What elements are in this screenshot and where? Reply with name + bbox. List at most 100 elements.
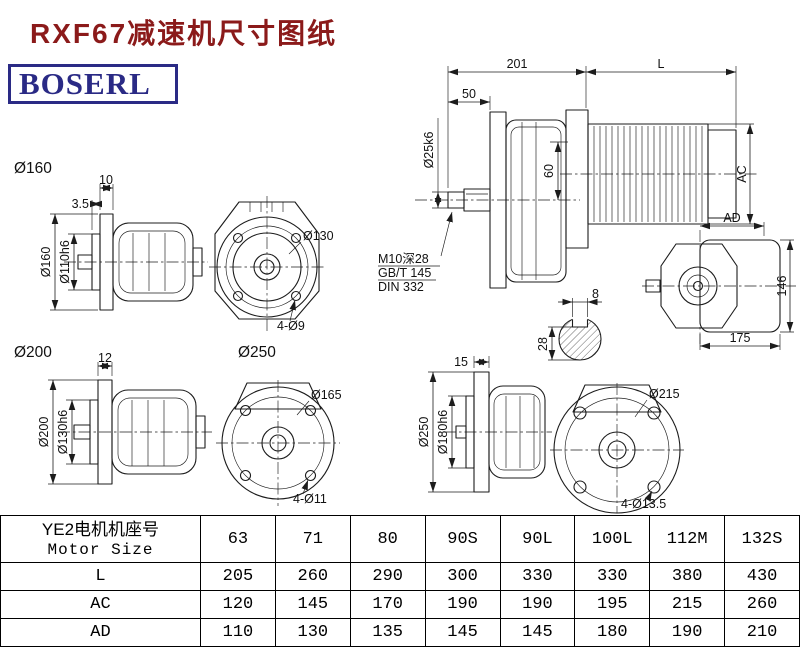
technical-drawing: Ø160 10 3.5 Ø160 Ø110h6: [14, 57, 796, 514]
cell: 145: [499, 618, 576, 647]
cell: 130: [274, 618, 351, 647]
cell: 300: [424, 562, 501, 591]
row-label-AC: AC: [0, 590, 201, 619]
dim-AD: AD: [700, 211, 765, 236]
flange250-side-view: Ø250 15 Ø250 Ø180h6: [238, 344, 552, 493]
bolt-circle-label: Ø130: [303, 229, 334, 243]
shaft-stub: [645, 279, 661, 293]
inner-circle: [686, 274, 710, 298]
motor-size-100l: 100L: [574, 515, 651, 563]
keyway-cut: [572, 312, 588, 327]
dim-text: 3.5: [72, 197, 89, 211]
motor-size-71: 71: [274, 515, 351, 563]
dim-text: 12: [98, 351, 112, 365]
spigot-circle: [232, 232, 302, 302]
dim-text: 60: [542, 164, 556, 178]
cell: 205: [200, 562, 276, 591]
gearbox-body: [488, 385, 546, 479]
dimension-table: YE2电机机座号 Motor Size 63 71 80 90S 90L 100…: [0, 515, 800, 647]
motor-size-112m: 112M: [649, 515, 726, 563]
hub-circle: [253, 253, 281, 281]
cell: 170: [349, 590, 426, 619]
cell: 330: [499, 562, 576, 591]
cell: 430: [724, 562, 800, 591]
flange160-face-view: Ø130 4-Ø9: [209, 196, 334, 333]
hub-circle: [678, 266, 718, 306]
bolt-circle: [564, 397, 670, 503]
flange-circle: [553, 386, 681, 514]
bore-circle: [259, 259, 275, 275]
holes-label: 4-Ø13.5: [621, 497, 666, 511]
gearbox-body-inner: [118, 230, 186, 294]
dim-text: Ø160: [39, 247, 53, 278]
cell: 260: [724, 590, 800, 619]
thread-note-text: M10深28: [378, 252, 429, 266]
holes-label: 4-Ø9: [277, 319, 305, 333]
cell: 290: [349, 562, 426, 591]
flange200-side-view: Ø200 12 Ø200 Ø130h6: [14, 344, 212, 485]
fan-cowl: [707, 129, 737, 219]
dim-text: Ø200: [37, 417, 51, 448]
brand-logo: BOSERL: [8, 64, 178, 104]
table-row-AC: AC 120 145 170 190 190 195 215 260: [0, 590, 800, 619]
dim-dia250: Ø250: [417, 371, 474, 493]
leader: [634, 399, 648, 418]
row-label-L: L: [0, 562, 201, 591]
dim-dia110: Ø110h6: [58, 233, 92, 291]
cell: 180: [574, 618, 651, 647]
motor-fins: [593, 126, 703, 222]
dim-shaft-dia: Ø25k6: [422, 118, 448, 209]
hub-circle: [598, 431, 636, 469]
brand-logo-text: BOSERL: [19, 66, 151, 101]
motor-size-90s: 90S: [424, 515, 501, 563]
motor-size-header: YE2电机机座号 Motor Size: [0, 515, 201, 563]
housing-outline: [234, 382, 322, 410]
table-row-AD: AD 110 130 135 145 145 180 190 210: [0, 618, 800, 647]
dim-text: 175: [730, 331, 751, 345]
cell: 260: [274, 562, 351, 591]
bore-circle: [607, 440, 627, 460]
dim-thickness-10: 10: [99, 173, 114, 210]
dim-text: Ø180h6: [436, 410, 450, 455]
cell: 195: [574, 590, 651, 619]
flange250-label: Ø250: [238, 344, 276, 361]
dim-text: Ø130h6: [56, 410, 70, 455]
dim-201-text: 201: [507, 57, 528, 71]
cell: 145: [274, 590, 351, 619]
dim-201-L: 201 L: [447, 57, 737, 188]
row-label-AD: AD: [0, 618, 201, 647]
housing-outline: [572, 384, 662, 413]
bolt-holes: [573, 406, 661, 494]
ribs: [131, 400, 165, 466]
cell: 145: [424, 618, 501, 647]
leader: [301, 479, 309, 495]
motor-size-header-cn: YE2电机机座号: [41, 519, 160, 539]
dim-text: AC: [735, 165, 749, 182]
motor-end: [699, 239, 781, 333]
dim-text: 10: [99, 173, 113, 187]
dim-thickness-12: 12: [97, 351, 113, 376]
standard-1-text: GB/T 145: [378, 266, 431, 280]
leader: [296, 400, 310, 416]
dim-lip-3-5: 3.5: [72, 197, 102, 230]
bolt-circle: [231, 396, 325, 490]
dim-175: 175: [699, 331, 781, 350]
end-view: AD 146 175: [642, 211, 796, 350]
flange200-label: Ø200: [14, 344, 52, 361]
cell: 215: [649, 590, 726, 619]
page-title: RXF67减速机尺寸图纸: [30, 18, 338, 49]
top-ribs: [249, 202, 284, 212]
dim-dia130: Ø130h6: [56, 399, 90, 465]
motor-size-90l: 90L: [499, 515, 576, 563]
cell: 190: [424, 590, 501, 619]
cell: 120: [200, 590, 276, 619]
table-row-L: L 205 260 290 300 330 330 380 430: [0, 562, 800, 591]
bolt-holes: [239, 404, 317, 482]
dim-thickness-15: 15: [454, 355, 490, 369]
standard-2-text: DIN 332: [378, 280, 424, 294]
dim-text: 28: [536, 337, 550, 351]
hub: [192, 247, 203, 277]
flange-circle: [216, 216, 318, 318]
bolt-holes: [232, 232, 302, 302]
dim-146: 146: [775, 239, 794, 333]
